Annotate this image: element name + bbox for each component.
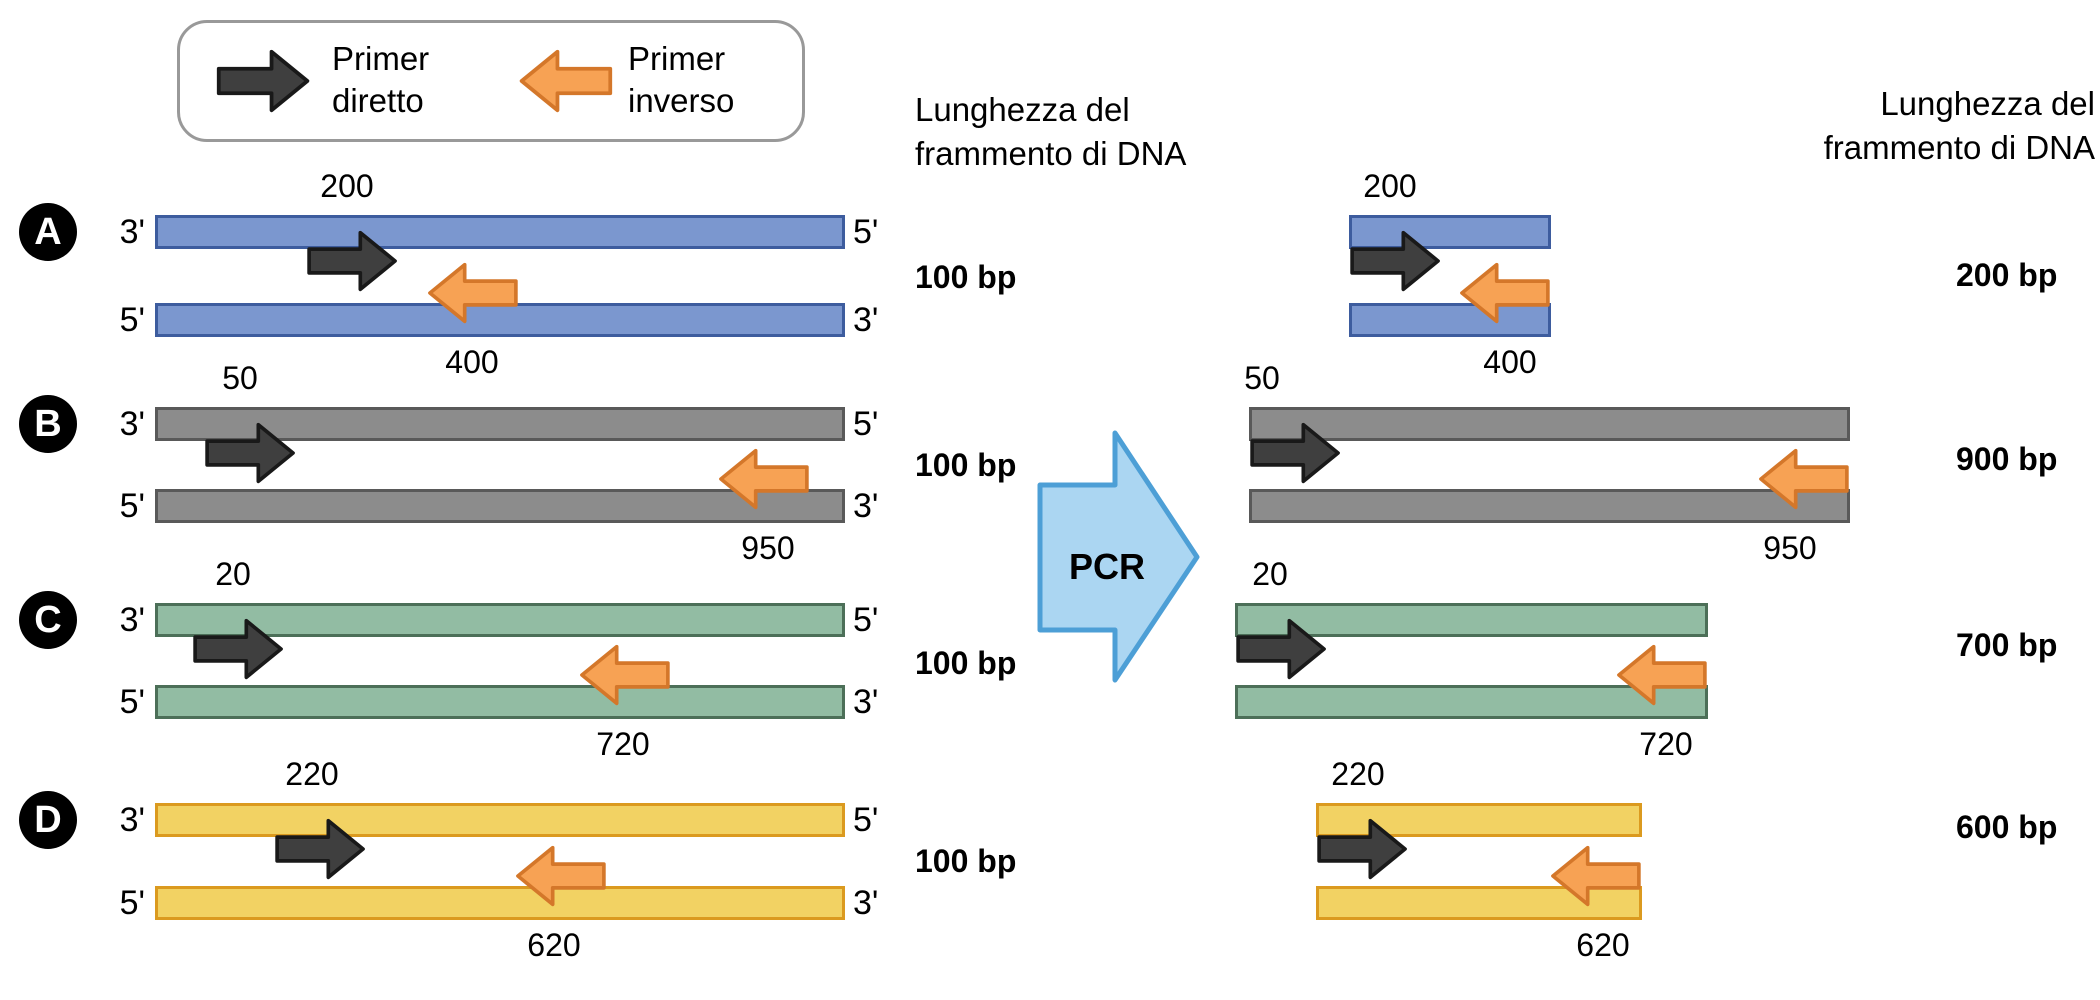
pcr-label: PCR xyxy=(1068,546,1145,587)
legend-forward-label: Primer diretto xyxy=(332,40,430,119)
forward-position-label: 220 xyxy=(1331,756,1385,792)
strand-end-label: 3' xyxy=(119,405,145,443)
product-bottom-strand-b xyxy=(1249,489,1850,523)
template-bottom-strand-b xyxy=(155,489,845,523)
pcr-arrow-icon xyxy=(1037,430,1200,683)
forward-primer-icon xyxy=(1349,229,1443,293)
strand-end-label: 3' xyxy=(853,884,879,922)
strand-end-label: 5' xyxy=(853,405,879,443)
template-top-strand-c xyxy=(155,603,845,637)
input-length-label: 100 bp xyxy=(915,843,1017,879)
input-length-header: Lunghezza del frammento di DNA xyxy=(915,88,1186,176)
product-length-label: 600 bp xyxy=(1956,809,2058,845)
reverse-primer-icon xyxy=(425,261,519,325)
product-length-header-line1: Lunghezza del xyxy=(1880,85,2095,122)
strand-end-label: 3' xyxy=(853,487,879,525)
forward-position-label: 220 xyxy=(285,756,339,792)
reverse-primer-icon xyxy=(517,48,613,114)
forward-primer-icon xyxy=(274,817,368,881)
strand-end-label: 5' xyxy=(119,683,145,721)
strand-end-label: 3' xyxy=(853,301,879,339)
row-letter-badge-d: D xyxy=(19,791,77,849)
reverse-position-label: 950 xyxy=(1763,530,1817,566)
input-length-label: 100 bp xyxy=(915,259,1017,295)
strand-end-label: 3' xyxy=(119,801,145,839)
forward-primer-icon xyxy=(192,617,286,681)
reverse-position-label: 720 xyxy=(1639,726,1693,762)
strand-end-label: 3' xyxy=(119,213,145,251)
reverse-primer-icon xyxy=(513,844,607,908)
template-bottom-strand-c xyxy=(155,685,845,719)
forward-primer-icon xyxy=(1316,817,1410,881)
template-bottom-strand-d xyxy=(155,886,845,920)
product-length-label: 900 bp xyxy=(1956,441,2058,477)
forward-position-label: 50 xyxy=(222,360,258,396)
strand-end-label: 5' xyxy=(119,487,145,525)
legend-box xyxy=(177,20,805,142)
product-top-strand-b xyxy=(1249,407,1850,441)
product-top-strand-a xyxy=(1349,215,1551,249)
product-bottom-strand-c xyxy=(1235,685,1708,719)
product-length-header: Lunghezza del frammento di DNA xyxy=(1750,82,2095,170)
product-bottom-strand-a xyxy=(1349,303,1551,337)
strand-end-label: 3' xyxy=(119,601,145,639)
legend-reverse-label: Primer inverso xyxy=(628,40,735,119)
row-letter-badge-b: B xyxy=(19,395,77,453)
input-length-label: 100 bp xyxy=(915,447,1017,483)
product-length-label: 700 bp xyxy=(1956,627,2058,663)
strand-end-label: 3' xyxy=(853,683,879,721)
input-length-header-line1: Lunghezza del xyxy=(915,91,1130,128)
strand-end-label: 5' xyxy=(853,801,879,839)
template-top-strand-d xyxy=(155,803,845,837)
forward-primer-icon xyxy=(306,229,400,293)
reverse-position-label: 950 xyxy=(741,530,795,566)
reverse-primer-icon xyxy=(1756,447,1850,511)
template-top-strand-b xyxy=(155,407,845,441)
product-length-label: 200 bp xyxy=(1956,257,2058,293)
forward-position-label: 20 xyxy=(1252,556,1288,592)
strand-end-label: 5' xyxy=(119,884,145,922)
reverse-primer-icon xyxy=(1614,643,1708,707)
reverse-primer-icon xyxy=(716,447,810,511)
reverse-position-label: 620 xyxy=(1576,927,1630,963)
row-letter-badge-a: A xyxy=(19,203,77,261)
input-length-header-line2: frammento di DNA xyxy=(915,135,1187,172)
reverse-position-label: 400 xyxy=(1483,344,1537,380)
forward-primer-icon xyxy=(1249,421,1343,485)
reverse-position-label: 620 xyxy=(527,927,581,963)
reverse-primer-icon xyxy=(1548,844,1642,908)
reverse-primer-icon xyxy=(577,643,671,707)
product-top-strand-c xyxy=(1235,603,1708,637)
reverse-primer-icon xyxy=(1457,261,1551,325)
forward-position-label: 200 xyxy=(320,168,374,204)
row-letter-badge-c: C xyxy=(19,591,77,649)
input-length-label: 100 bp xyxy=(915,645,1017,681)
reverse-position-label: 400 xyxy=(445,344,499,380)
forward-primer-icon xyxy=(216,48,312,114)
forward-primer-icon xyxy=(1235,617,1329,681)
reverse-position-label: 720 xyxy=(596,726,650,762)
product-length-header-line2: frammento di DNA xyxy=(1823,129,2095,166)
strand-end-label: 5' xyxy=(853,213,879,251)
strand-end-label: 5' xyxy=(119,301,145,339)
forward-primer-icon xyxy=(204,421,298,485)
strand-end-label: 5' xyxy=(853,601,879,639)
template-top-strand-a xyxy=(155,215,845,249)
forward-position-label: 200 xyxy=(1363,168,1417,204)
forward-position-label: 50 xyxy=(1244,360,1280,396)
forward-position-label: 20 xyxy=(215,556,251,592)
